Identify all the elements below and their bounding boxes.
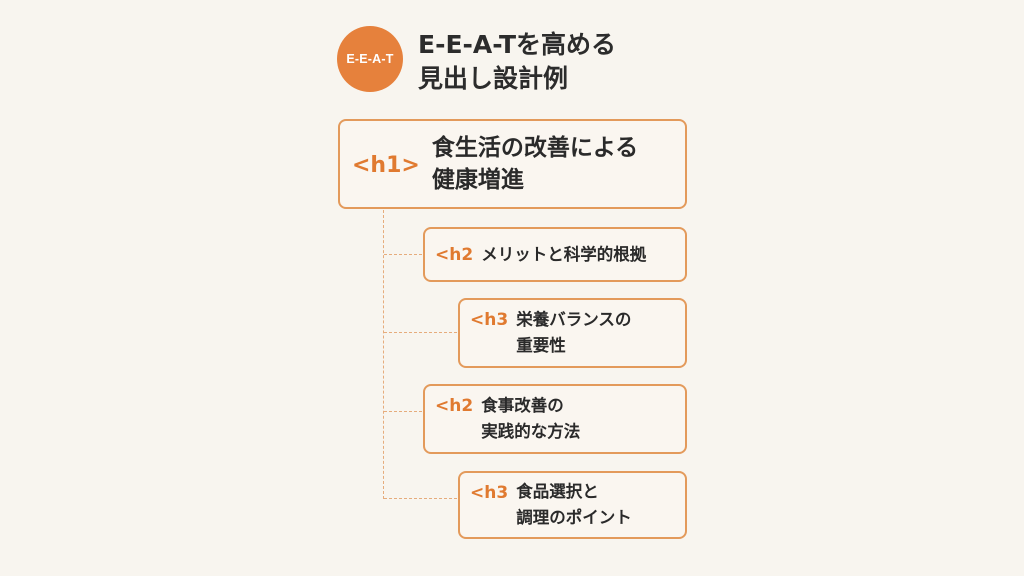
tree-connector-h2-2 — [384, 411, 422, 412]
title-line-1: E-E-A-Tを高める — [418, 30, 617, 59]
h3-text: 食品選択と 調理のポイント — [516, 479, 632, 531]
h2-text-line-1: メリットと科学的根拠 — [481, 244, 647, 264]
h1-tag: <h1> — [352, 152, 420, 178]
heading-h1-box: <h1> 食生活の改善による 健康増進 — [338, 119, 687, 209]
badge-text: E-E-A-T — [346, 52, 394, 66]
title-line-2: 見出し設計例 — [418, 64, 569, 93]
h2-tag: <h2 — [435, 244, 474, 265]
h1-text: 食生活の改善による 健康増進 — [432, 132, 638, 196]
h2-tag: <h2 — [435, 396, 474, 416]
eeat-badge: E-E-A-T — [337, 26, 403, 92]
h3-text: 栄養バランスの 重要性 — [516, 307, 631, 359]
page-title: E-E-A-Tを高める 見出し設計例 — [418, 28, 616, 96]
h3-tag: <h3 — [470, 310, 509, 330]
tree-connector-vertical — [383, 210, 384, 499]
h3-text-line-1: 食品選択と — [516, 482, 599, 501]
tree-connector-h2-1 — [384, 254, 422, 255]
h3-text-line-2: 重要性 — [516, 336, 566, 355]
h1-text-line-1: 食生活の改善による — [431, 135, 639, 161]
heading-h2-box-2: <h2 食事改善の 実践的な方法 — [423, 384, 687, 454]
heading-h2-box-1: <h2 メリットと科学的根拠 — [423, 227, 687, 282]
h3-text-line-2: 調理のポイント — [516, 508, 632, 527]
h2-text: 食事改善の 実践的な方法 — [481, 393, 580, 445]
tree-connector-h3-1 — [384, 332, 457, 333]
h1-text-line-2: 健康増進 — [431, 167, 524, 193]
h2-text: メリットと科学的根拠 — [481, 242, 646, 268]
h3-tag: <h3 — [470, 483, 509, 503]
h3-text-line-1: 栄養バランスの — [516, 310, 632, 329]
heading-h3-box-1: <h3 栄養バランスの 重要性 — [458, 298, 687, 368]
h2-text-line-2: 実践的な方法 — [481, 422, 581, 441]
h2-text-line-1: 食事改善の — [481, 396, 564, 415]
heading-h3-box-2: <h3 食品選択と 調理のポイント — [458, 471, 687, 539]
tree-connector-h3-2 — [384, 498, 457, 499]
